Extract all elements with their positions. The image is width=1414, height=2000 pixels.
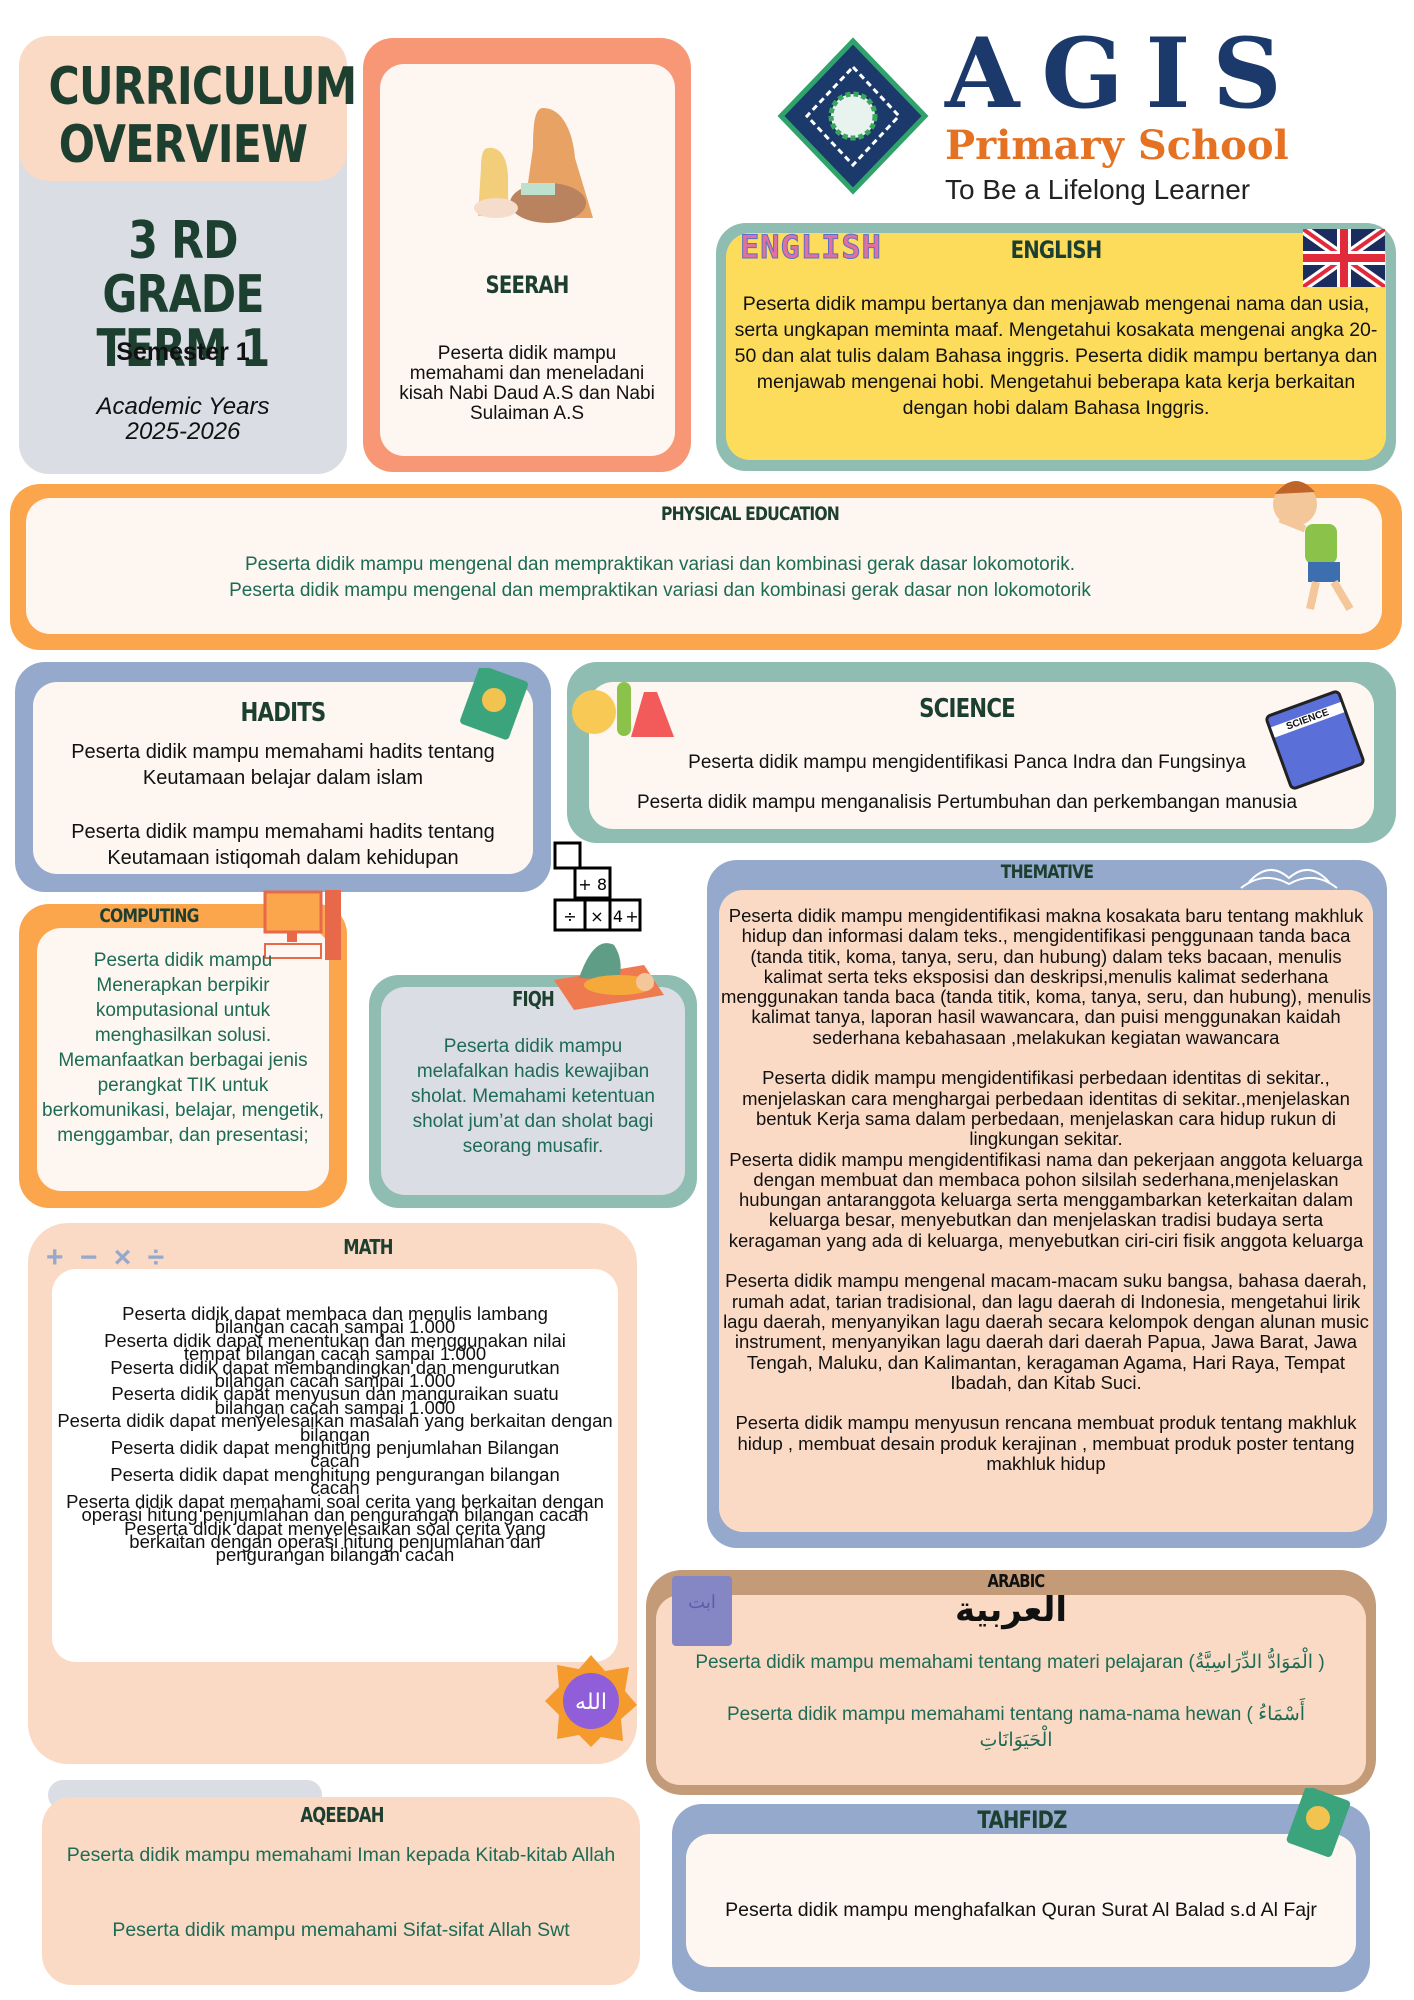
themative-card: THEMATIVE Peserta didik mampu mengidenti… (707, 860, 1387, 1548)
themative-item: Peserta didik mampu mengidentifikasi mak… (721, 905, 1371, 1048)
hadits-item: Peserta didik mampu memahami hadits tent… (71, 821, 495, 869)
aqeedah-item: Peserta didik mampu memahami Iman kepada… (66, 1844, 616, 1866)
uk-flag-icon (1303, 229, 1385, 287)
math-item: Peserta didik dapat menghitung pengurang… (110, 1463, 560, 1499)
math-card: + − × ÷ MATH Peserta didik dapat membaca… (28, 1223, 637, 1764)
logo-subtitle: Primary School (945, 122, 1289, 169)
hadits-item: Peserta didik mampu memahami hadits tent… (71, 741, 495, 789)
logo-tagline: To Be a Lifelong Learner (945, 174, 1251, 205)
svg-text:8: 8 (597, 875, 607, 894)
math-symbols-icon: + − × ÷ (46, 1241, 169, 1274)
science-item: Peserta didik mampu mengidentifikasi Pan… (688, 752, 1246, 773)
hadits-card: HADITS Peserta didik mampu memahami hadi… (15, 662, 551, 892)
mother-child-reading-icon (474, 108, 593, 223)
logo-name: AGIS (945, 17, 1304, 130)
math-dice-icon: +8÷×4+ (553, 841, 642, 932)
academic-years-value: 2025-2026 (125, 418, 241, 445)
grade-term: 3 RD GRADE TERM 1 (49, 214, 318, 376)
page-title: CURRICULUM OVERVIEW (48, 57, 358, 175)
math-item: Peserta didik dapat menyelesaikan soal c… (124, 1517, 546, 1566)
open-book-icon (1240, 869, 1338, 889)
arabic-item: Peserta didik mampu memahami tentang mat… (695, 1652, 1325, 1673)
math-item: Peserta didik dapat membandingkan dan me… (110, 1356, 560, 1392)
arabic-script-title: العربية (954, 1590, 1068, 1630)
pe-card: PHYSICAL EDUCATION Peserta didik mampu m… (10, 480, 1402, 650)
fiqh-text: Peserta didik mampu melafalkan hadis kew… (411, 1036, 655, 1157)
themative-item: Peserta didik mampu mengidentifikasi nam… (728, 1148, 1364, 1251)
quran-book-icon (1286, 1788, 1351, 1857)
quran-book-icon (460, 668, 528, 740)
computing-card: COMPUTING Peserta didik mampu Menerapkan… (19, 890, 347, 1208)
computer-icon (263, 890, 341, 960)
computing-title: COMPUTING (99, 905, 199, 927)
overview-card: CURRICULUM OVERVIEW 3 RD GRADE TERM 1 Se… (19, 36, 358, 474)
praying-person-icon (554, 943, 664, 1010)
math-item: Peserta didik dapat menyusun dan mangura… (111, 1383, 559, 1418)
svg-text:÷: ÷ (563, 907, 576, 926)
semester-label: Semester 1 (116, 338, 250, 366)
english-card: ENGLISH ENGLISH Peserta didik mampu bert… (716, 223, 1396, 471)
tahfidz-title: TAHFIDZ (977, 1806, 1067, 1834)
themative-text: Peserta didik mampu mengidentifikasi mak… (721, 905, 1371, 1475)
logo-emblem-icon (777, 37, 929, 195)
fiqh-card: FIQH Peserta didik mampu melafalkan hadi… (369, 943, 697, 1208)
svg-text:الله: الله (575, 1690, 607, 1715)
title-line-1: CURRICULUM (48, 57, 358, 117)
english-text: Peserta didik mampu bertanya dan menjawa… (734, 293, 1378, 419)
science-title: SCIENCE (919, 694, 1016, 724)
tahfidz-text: Peserta didik mampu menghafalkan Quran S… (725, 1899, 1317, 1921)
tahfidz-card: TAHFIDZ Peserta didik mampu menghafalkan… (672, 1788, 1370, 1992)
math-item: Peserta didik dapat membaca dan menulis … (122, 1303, 548, 1338)
hadits-title: HADITS (240, 698, 327, 728)
seerah-text: Peserta didik mampu memahami dan menelad… (399, 343, 655, 424)
stretching-boy-icon (1273, 480, 1354, 612)
title-line-2: OVERVIEW (58, 115, 308, 175)
themative-item: Peserta didik mampu mengidentifikasi per… (742, 1067, 1350, 1150)
lab-flasks-icon (572, 682, 674, 737)
computing-text: Peserta didik mampu Menerapkan berpikir … (42, 950, 324, 1146)
arabic-book-label: ابت (688, 1592, 716, 1612)
svg-text:4: 4 (613, 907, 623, 926)
arabic-title: ARABIC (987, 1571, 1046, 1592)
seerah-title: SEERAH (485, 271, 570, 299)
school-logo: AGIS Primary School To Be a Lifelong Lea… (777, 24, 1297, 212)
aqeedah-item: Peserta didik mampu memahami Sifat-sifat… (112, 1919, 570, 1941)
themative-title: THEMATIVE (1000, 861, 1094, 883)
arabic-item: Peserta didik mampu memahami tentang nam… (726, 1704, 1306, 1751)
english-title: ENGLISH (1010, 236, 1103, 264)
math-item: Peserta didik dapat menentukan dan mengg… (104, 1329, 566, 1365)
svg-text:+: + (578, 875, 591, 894)
arabic-book-icon: ابت (672, 1576, 732, 1646)
science-card: SCIENCE Peserta didik mampu mengidentifi… (567, 662, 1396, 843)
fiqh-title: FIQH (512, 987, 555, 1011)
english-sticker: ENGLISH (740, 228, 882, 267)
math-title: MATH (343, 1235, 393, 1259)
math-list: Peserta didik dapat membaca dan menulis … (52, 1303, 618, 1566)
seerah-card: SEERAH Peserta didik mampu memahami dan … (363, 38, 691, 472)
math-item: Peserta didik dapat memahami soal cerita… (66, 1490, 604, 1526)
pe-item: Peserta didik mampu mengenal dan memprak… (244, 554, 1076, 575)
allah-emblem-icon: الله (545, 1655, 637, 1747)
math-item: Peserta didik dapat menghitung penjumlah… (110, 1437, 560, 1472)
svg-text:×: × (590, 907, 603, 926)
svg-text:+: + (625, 907, 638, 926)
pe-item: Peserta didik mampu mengenal dan memprak… (229, 580, 1091, 601)
pe-title: PHYSICAL EDUCATION (660, 503, 840, 525)
academic-label: Academic Years (96, 393, 270, 420)
arabic-card: ابت ARABIC العربية Peserta didik mampu m… (646, 1570, 1376, 1795)
grade-label: 3 RD GRADE (102, 211, 264, 325)
themative-item: Peserta didik mampu menyusun rencana mem… (735, 1412, 1357, 1475)
themative-item: Peserta didik mampu mengenal macam-macam… (723, 1270, 1369, 1393)
aqeedah-card: AQEEDAH Peserta didik mampu memahami Ima… (42, 1797, 640, 1985)
academic-years: Academic Years 2025-2026 (19, 394, 347, 444)
math-item: Peserta didik dapat menyelesaikan masala… (57, 1410, 613, 1445)
science-item: Peserta didik mampu menganalisis Pertumb… (636, 792, 1298, 813)
aqeedah-title: AQEEDAH (300, 1803, 384, 1827)
term-label: TERM 1 (96, 319, 270, 379)
